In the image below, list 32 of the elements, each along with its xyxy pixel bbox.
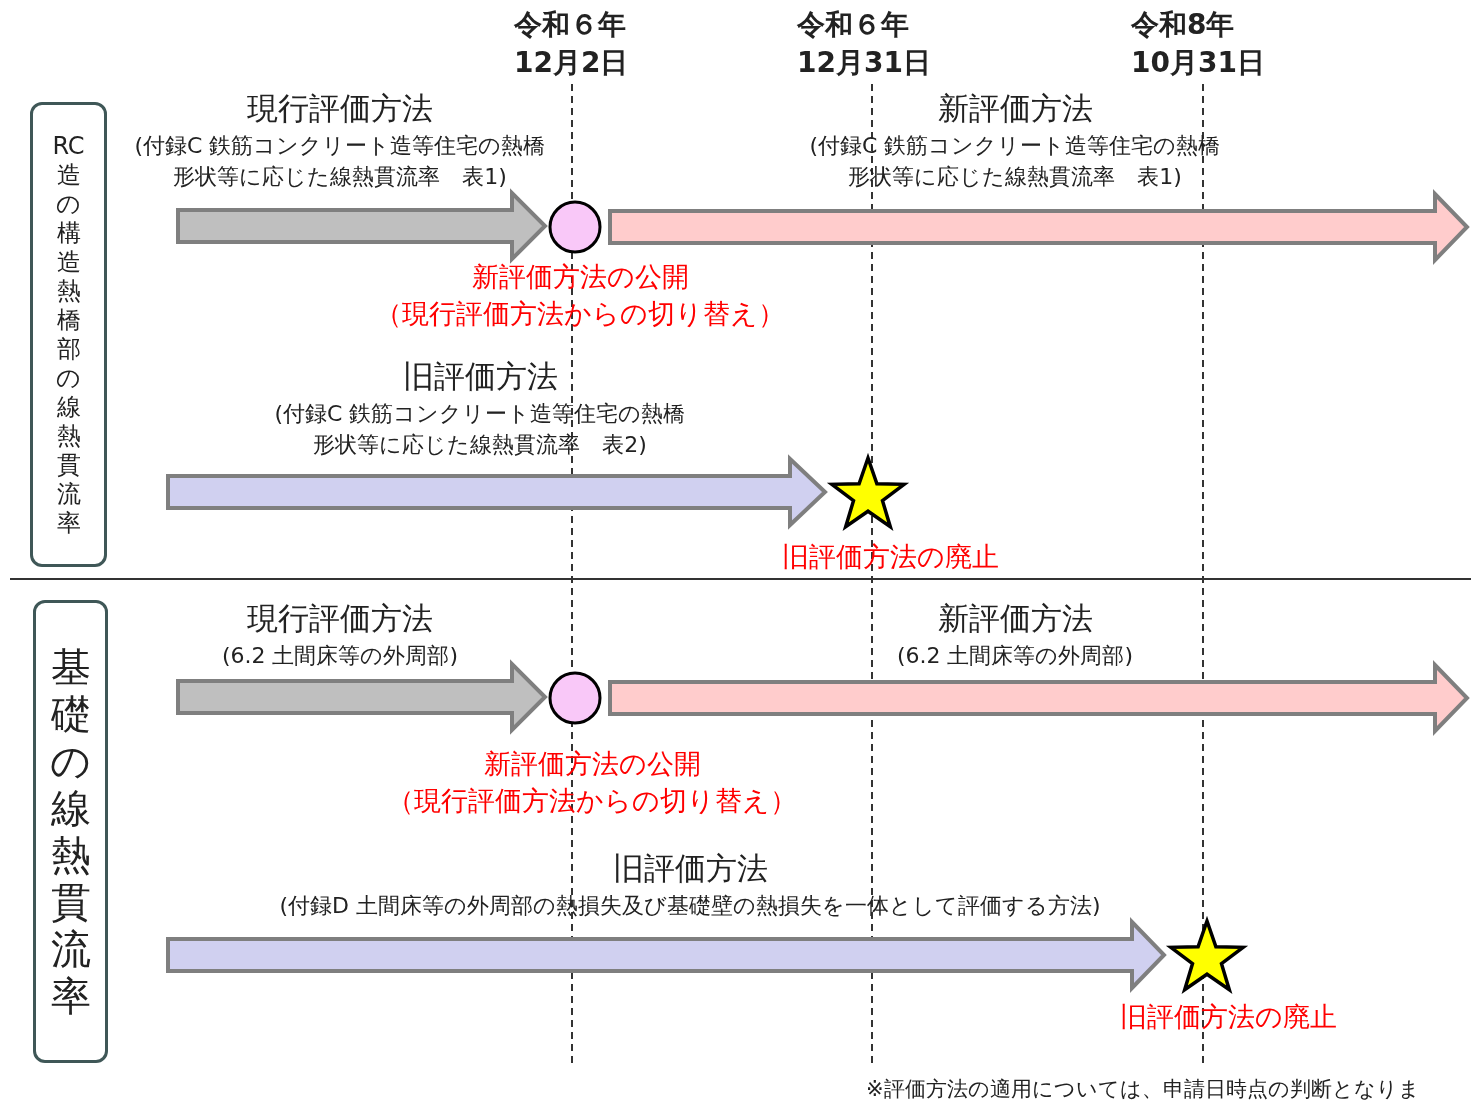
method-reference: (付録C 鉄筋コンクリート造等住宅の熱橋形状等に応じた線熱貫流率 表2)	[273, 400, 687, 459]
milestone-caption: （現行評価方法からの切り替え）	[374, 297, 786, 331]
category-box	[33, 600, 108, 1063]
method-reference: (付録C 鉄筋コンクリート造等住宅の熱橋形状等に応じた線熱貫流率 表1)	[808, 132, 1222, 191]
category-box	[30, 102, 107, 567]
footnote: ※評価方法の適用については、申請日時点の判断となりま	[866, 1076, 1420, 1103]
edge-label: 新評価方法	[936, 89, 1094, 128]
block-arrow	[176, 659, 548, 735]
block-arrow	[608, 660, 1470, 736]
method-reference: (6.2 土間床等の外周部)	[895, 642, 1135, 670]
date-label: 令和６年12月31日	[797, 7, 931, 81]
milestone-caption: 旧評価方法の廃止	[1118, 1000, 1338, 1034]
block-arrow	[608, 189, 1470, 265]
method-reference: (付録D 土間床等の外周部の熱損失及び基礎壁の熱損失を一体として評価する方法)	[278, 892, 1102, 920]
block-arrow	[166, 917, 1167, 993]
edge-label: 旧評価方法	[401, 357, 559, 396]
milestone-caption: 旧評価方法の廃止	[780, 540, 1000, 574]
edge-label: 新評価方法	[936, 599, 1094, 638]
block-arrow	[166, 454, 828, 530]
milestone-caption: 新評価方法の公開	[482, 747, 702, 781]
edge-label: 旧評価方法	[611, 849, 769, 888]
block-arrow	[176, 188, 548, 264]
milestone-caption: （現行評価方法からの切り替え）	[386, 784, 798, 818]
edge-label: 現行評価方法	[246, 599, 434, 638]
date-label: 令和６年12月2日	[514, 7, 629, 81]
method-reference: (6.2 土間床等の外周部)	[220, 642, 460, 670]
date-label: 令和8年10月31日	[1131, 7, 1265, 81]
milestone-caption: 新評価方法の公開	[470, 260, 690, 294]
category-label: RC造の構造熱橋部の線熱貫流率	[51, 131, 86, 538]
category-label: 基礎の線熱貫流率	[49, 643, 92, 1020]
method-reference: (付録C 鉄筋コンクリート造等住宅の熱橋形状等に応じた線熱貫流率 表1)	[133, 132, 547, 191]
edge-label: 現行評価方法	[246, 89, 434, 128]
